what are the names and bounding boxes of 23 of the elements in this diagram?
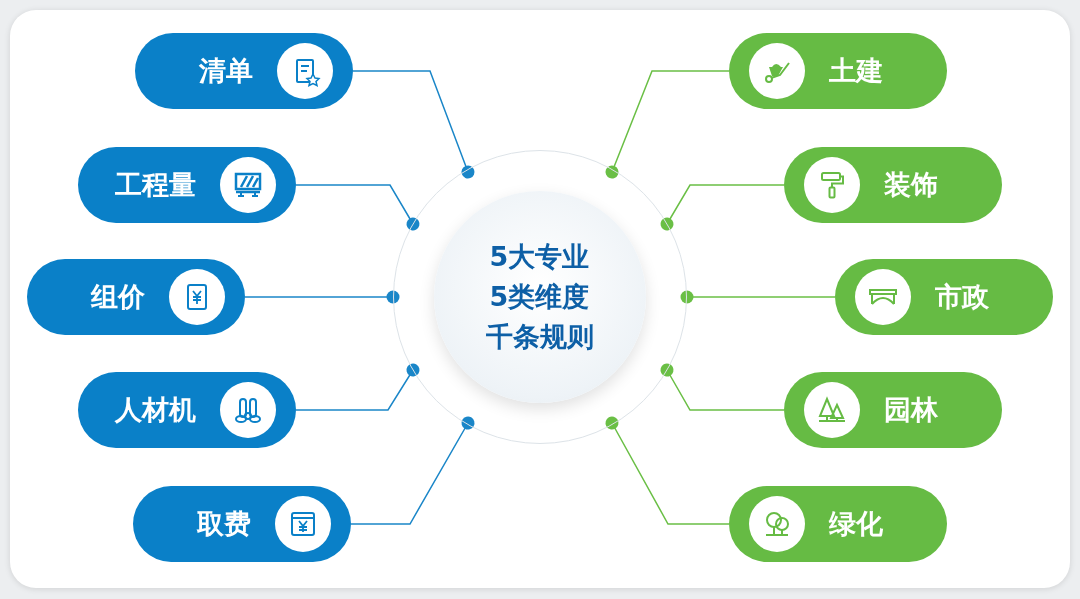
category-label: 工程量 [115,168,196,202]
category-label: 绿化 [829,507,883,541]
category-label: 土建 [829,54,883,88]
hub-text: 千条规则 [485,319,594,354]
connector-line [605,70,730,179]
category-label: 清单 [199,54,253,88]
connector-line [244,290,400,304]
hub-text: 5类维度 [489,279,590,314]
category-label: 人材机 [115,393,196,427]
category-label: 组价 [91,280,145,314]
connector-line [295,363,420,411]
connector-line [352,70,475,179]
category-label: 装饰 [884,168,938,202]
hub-text: 5大专业 [489,239,590,274]
connector-line [295,184,420,231]
category-label: 取费 [197,507,251,541]
category-label: 园林 [884,393,938,427]
connector-line [605,416,730,525]
category-label: 市政 [935,280,989,314]
connector-line [660,184,785,231]
connector-line [680,290,836,304]
connector-line [660,363,785,411]
connector-line [350,416,475,525]
